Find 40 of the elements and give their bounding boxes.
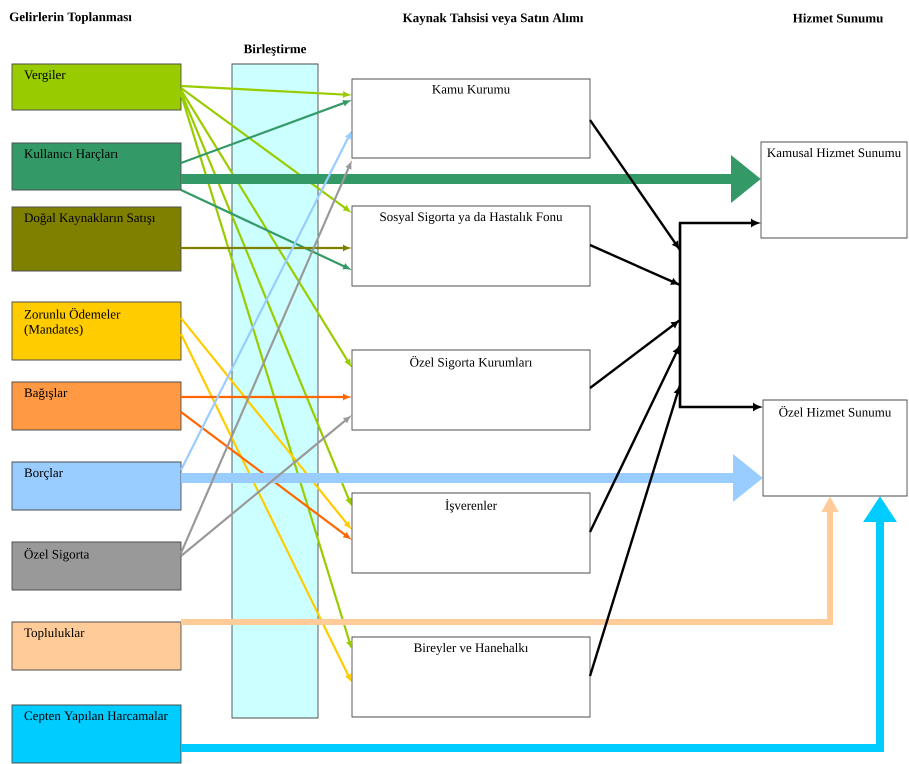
source-box: Doğal Kaynakların Satışı [12,206,182,272]
arrow [180,411,350,539]
arrow [590,244,680,286]
arrow [180,416,350,557]
source-box: Borçlar [12,462,182,510]
arrow [180,89,352,366]
process-box: Sosyal Sigorta ya da Hastalık Fonu [352,206,590,286]
process-box: Özel Sigorta Kurumları [352,350,590,430]
process-box: Kamu Kurumu [352,78,590,158]
process-box: Bireyler ve Hanehalkı [352,636,590,718]
arrow [589,119,681,251]
source-box: Vergiler [12,64,182,110]
column-heading: Kaynak Tahsisi veya Satın Alımı [402,13,584,25]
arrow [180,334,352,681]
arrow [181,245,350,251]
process-box: Özel Hizmet Sunumu [762,400,908,496]
source-box: Topluluklar [12,622,182,670]
column-heading: Hizmet Sunumu [792,13,883,23]
arrow [180,92,352,505]
arrow [588,384,682,676]
process-box: Kamusal Hizmet Sunumu [760,142,908,238]
arrow [588,344,682,533]
arrow [181,394,350,400]
arrow [180,84,350,98]
source-box: Zorunlu Ödemeler (Mandates) [12,302,182,360]
arrow [180,317,351,528]
arrow [180,94,352,648]
arrow [180,189,350,270]
source-box: Cepten Yapılan Harcamalar [12,704,182,764]
arrow [180,132,352,470]
arrow [180,100,350,164]
arrow [589,319,681,389]
source-box: Bağışlar [12,382,182,430]
process-box: İşverenler [352,492,590,574]
arrow [180,162,352,554]
column-heading: Gelirlerin Toplanması [10,12,132,24]
source-box: Kullanıcı Harçları [12,142,182,190]
source-box: Özel Sigorta [12,542,182,590]
column-heading: Birleştirme [244,44,306,56]
arrow [180,87,350,212]
